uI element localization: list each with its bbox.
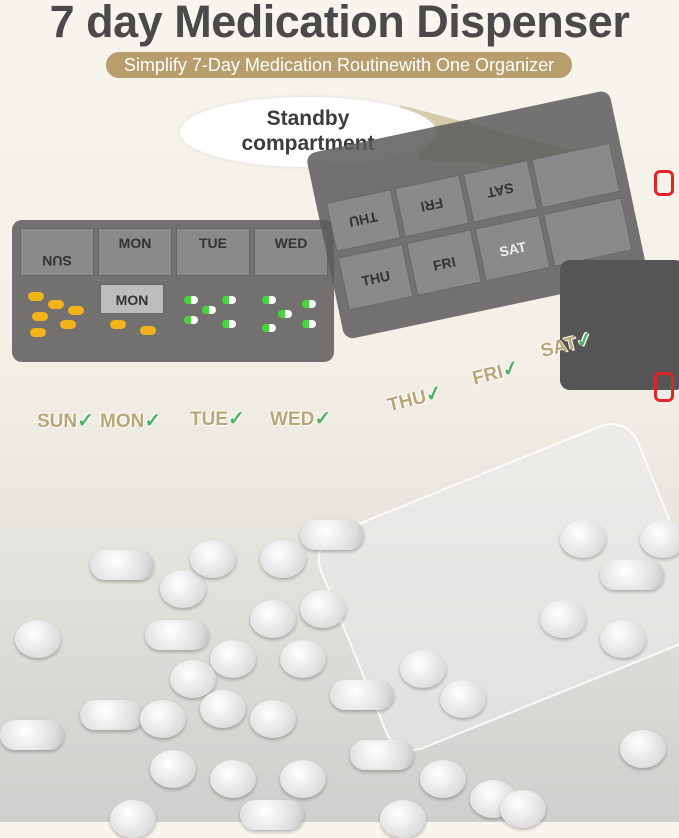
check-icon: ✓ [77,410,94,432]
tablet [350,740,414,770]
lid-cell-wed: WED [254,228,328,276]
tablet [420,760,466,798]
pill-box-back [560,260,679,390]
red-latch [654,372,674,402]
lid-cell-mon: MON [98,228,172,276]
day-label-fri: FRI✓ [470,356,522,390]
tablet [200,690,246,728]
tablet [300,520,364,550]
tablet [240,800,304,830]
tablet [500,790,546,828]
tablet [540,600,586,638]
callout-line1: Standby [266,107,350,130]
page-title: 7 day Medication Dispenser [49,0,630,47]
tablet [300,590,346,628]
lid-bottom-thu: THU [337,243,414,311]
tablet [190,540,236,578]
tablet [15,620,61,658]
tablet [600,560,664,590]
tablet [210,760,256,798]
day-label-wed: WED✓ [270,408,332,430]
tablet [160,570,206,608]
lid-top-standby [531,142,621,209]
subtitle-banner: Simplify 7-Day Medication Routinewith On… [106,52,572,78]
lid-bottom-fri: FRI [406,229,482,296]
day-label-thu: THU✓ [385,381,445,417]
tablet [400,650,446,688]
tablet [110,800,156,838]
day-label-tue: TUE✓ [190,408,245,430]
tablet [440,680,486,718]
lid-top-sat: SAT [463,160,538,223]
day-label-mon: MON✓ [100,410,162,432]
tablet [620,730,666,768]
pill-box-left: SUN MON TUE WED MON [12,220,334,362]
tablet [0,720,64,750]
tablet [280,760,326,798]
check-icon: ✓ [228,408,245,430]
tablet [145,620,209,650]
tablet [90,550,154,580]
lid-cell-sun: SUN [20,228,94,276]
tablet [600,620,646,658]
lid-bottom-standby [543,197,633,267]
check-icon: ✓ [314,408,332,430]
lid-top-thu: THU [326,189,402,252]
day-label-sun: SUN✓ [37,410,94,432]
tablet [260,540,306,578]
tablet [150,750,196,788]
lid-bottom-sat: SAT [474,214,551,282]
tablet [640,520,679,558]
tablet [170,660,216,698]
tablet [560,520,606,558]
tablet [210,640,256,678]
lid-top-fri: FRI [394,174,470,238]
tablet [250,700,296,738]
lid-cell-tue: TUE [176,228,250,276]
tablet [330,680,394,710]
inner-lid-mon: MON [100,284,164,314]
tablet [380,800,426,838]
red-latch-top [654,170,674,196]
tablet [140,700,186,738]
tablet [80,700,144,730]
check-icon: ✓ [144,410,162,432]
tablet [280,640,326,678]
tablet [250,600,296,638]
